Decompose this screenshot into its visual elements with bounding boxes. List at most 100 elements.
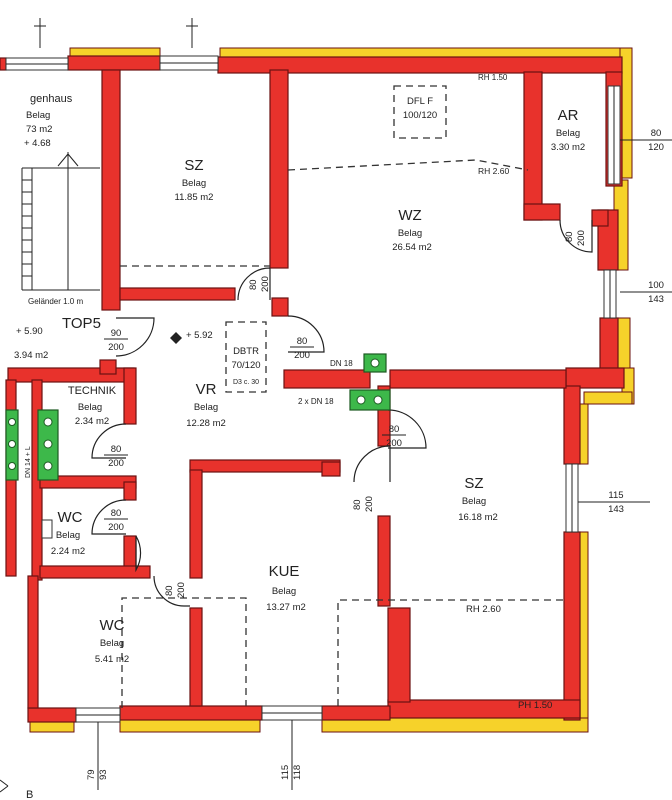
room-floor: Belag xyxy=(56,530,80,541)
staircase xyxy=(21,152,100,291)
room-floor: Belag xyxy=(194,402,218,413)
annotations: DFL F 100/120 RH 1.50 RH 2.60 RH 2.60 PH… xyxy=(25,73,552,800)
room-name: TOP5 xyxy=(62,315,101,332)
room-floor: Belag xyxy=(78,402,102,413)
exterior-insulation xyxy=(29,47,635,733)
door-width: 80 xyxy=(248,279,259,290)
room-name: TECHNIK xyxy=(68,385,117,397)
duct-dn18-label: DN 18 xyxy=(330,359,353,368)
door-width: 80 xyxy=(111,444,122,455)
rh-sz-label: RH 2.60 xyxy=(466,604,501,615)
room-area: 73 m2 xyxy=(26,124,52,135)
room-name: genhaus xyxy=(30,93,73,105)
window-height: 143 xyxy=(648,294,664,305)
room-floor: Belag xyxy=(272,586,296,597)
window-height: 93 xyxy=(98,769,109,780)
door-width: 80 xyxy=(164,585,175,596)
railing-label: Geländer 1.0 m xyxy=(28,297,83,306)
room-area: 16.18 m2 xyxy=(458,512,498,523)
window-height: 143 xyxy=(608,504,624,515)
room-wc1: WC Belag 2.24 m2 xyxy=(51,509,85,557)
door-swings xyxy=(91,219,593,607)
room-technik: TECHNIK Belag 2.34 m2 xyxy=(68,385,117,427)
room-wc2: WC Belag 5.41 m2 xyxy=(95,617,129,665)
room-area: 26.54 m2 xyxy=(392,242,432,253)
room-floor: Belag xyxy=(462,496,486,507)
room-name: VR xyxy=(196,381,217,398)
door-width: 90 xyxy=(111,328,122,339)
door-height: 200 xyxy=(260,276,271,292)
window-width: 80 xyxy=(651,128,662,139)
door-width: 80 xyxy=(111,508,122,519)
room-area: 11.85 m2 xyxy=(175,192,214,203)
dfl-size: 100/120 xyxy=(403,110,437,121)
dfl-label: DFL F xyxy=(407,96,433,107)
room-name: WC xyxy=(100,617,125,634)
dbtr-size: 70/120 xyxy=(231,360,260,371)
level-marker-icon xyxy=(170,332,182,344)
windows xyxy=(5,55,621,723)
room-area: 2.34 m2 xyxy=(75,416,109,427)
room-level: + 5.90 xyxy=(16,326,43,337)
door-height: 200 xyxy=(294,350,310,361)
window-dimensions: 80 120 100 143 115 143 79 93 115 118 xyxy=(86,128,664,780)
door-width: 80 xyxy=(564,231,575,242)
door-height: 200 xyxy=(108,458,124,469)
room-floor: Belag xyxy=(182,178,206,189)
door-height: 200 xyxy=(108,342,124,353)
room-area: 5.41 m2 xyxy=(95,654,129,665)
room-area: 3.30 m2 xyxy=(551,142,585,153)
room-kue: KUE Belag 13.27 m2 xyxy=(266,563,306,613)
room-area: 13.27 m2 xyxy=(266,602,306,613)
dimension-lines xyxy=(0,18,672,793)
ducts xyxy=(5,353,391,539)
room-name: SZ xyxy=(184,157,203,174)
room-sz2: SZ Belag 16.18 m2 xyxy=(458,475,498,523)
window-height: 120 xyxy=(648,142,664,153)
room-floor: Belag xyxy=(556,128,580,139)
dbtr-class: D3 c. 30 xyxy=(233,379,259,386)
room-vr: + 5.92 VR Belag 12.28 m2 xyxy=(186,330,226,429)
room-name: WZ xyxy=(398,207,421,224)
room-level: + 5.92 xyxy=(186,330,213,341)
duct-2xdn18-label: 2 x DN 18 xyxy=(298,397,334,406)
door-width: 80 xyxy=(352,499,363,510)
dashed-elements xyxy=(120,85,564,708)
door-width: 80 xyxy=(297,336,308,347)
window-width: 115 xyxy=(608,490,623,501)
room-sz1: SZ Belag 11.85 m2 xyxy=(175,157,214,203)
room-level: + 4.68 xyxy=(24,138,51,149)
room-name: SZ xyxy=(464,475,483,492)
window-width: 115 xyxy=(280,765,291,780)
rh-top-label: RH 1.50 xyxy=(478,73,508,82)
room-ar: AR Belag 3.30 m2 xyxy=(551,107,585,153)
duct-dn14-label: DN 14 + L xyxy=(25,446,32,478)
door-height: 200 xyxy=(108,522,124,533)
room-name: KUE xyxy=(269,563,300,580)
door-height: 200 xyxy=(576,230,587,246)
window-width: 100 xyxy=(648,280,664,291)
dbtr-label: DBTR xyxy=(233,346,259,357)
room-floor: Belag xyxy=(100,638,124,649)
window-width: 79 xyxy=(86,769,97,780)
room-area: 2.24 m2 xyxy=(51,546,85,557)
room-area: 12.28 m2 xyxy=(186,418,226,429)
room-name: WC xyxy=(58,509,83,526)
section-marker-label: B xyxy=(26,789,33,800)
door-width: 80 xyxy=(389,424,400,435)
ph-label: PH 1.50 xyxy=(518,700,552,711)
door-dimensions: 90 200 80 200 80 200 80 200 80 200 80 20… xyxy=(104,230,587,598)
window-height: 118 xyxy=(292,765,303,780)
door-height: 200 xyxy=(176,582,187,598)
room-top5: + 5.90 TOP5 3.94 m2 xyxy=(14,315,101,361)
room-floor: Belag xyxy=(26,110,50,121)
room-name: AR xyxy=(558,107,579,124)
room-wz: WZ Belag 26.54 m2 xyxy=(392,207,432,253)
door-height: 200 xyxy=(364,496,375,512)
room-area: 3.94 m2 xyxy=(14,350,48,361)
door-height: 200 xyxy=(386,438,402,449)
rh-wz-label: RH 2.60 xyxy=(478,166,509,176)
room-floor: Belag xyxy=(398,228,422,239)
room-stair: genhaus Belag 73 m2 + 4.68 Geländer 1.0 … xyxy=(24,93,83,306)
